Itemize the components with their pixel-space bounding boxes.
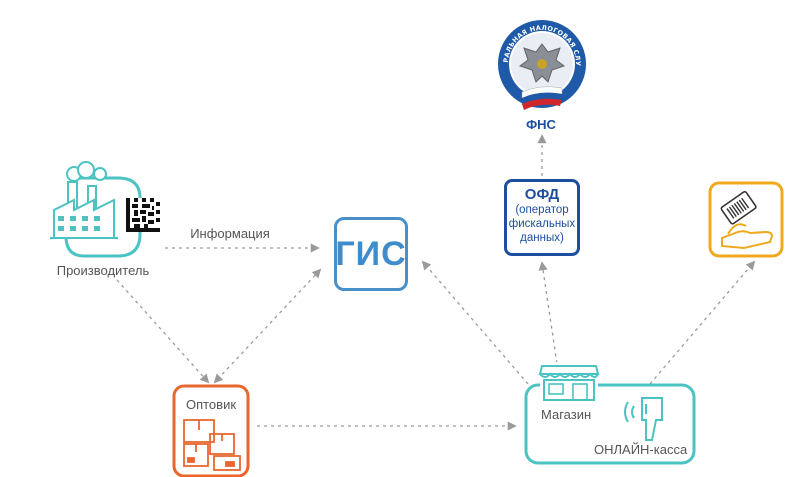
factory-icon (50, 161, 118, 239)
shop-label: Магазин (541, 407, 592, 422)
storefront-icon (538, 362, 600, 401)
hand-with-card-icon (720, 190, 774, 250)
ofd-subtitle-line-3: данных) (520, 232, 564, 244)
gis-label: ГИС (335, 234, 407, 273)
arrow-producer-to-wholesaler (116, 279, 210, 384)
boxes-icon (183, 419, 241, 471)
fns-label: ФНС (526, 117, 556, 132)
svg-text:ФЕДЕРАЛЬНАЯ НАЛОГОВАЯ СЛУЖБА: ФЕДЕРАЛЬНАЯ НАЛОГОВАЯ СЛУЖБА (0, 0, 582, 66)
ofd-subtitle-line-2: фискальных (508, 218, 576, 230)
consumer-node (708, 181, 784, 258)
ofd-node: ОФД (оператор фискальных данных) (504, 179, 580, 256)
online-register-label: ОНЛАЙН-касса (594, 442, 688, 457)
arrow-shop-to-consumer (649, 260, 756, 385)
barcode-scanner-icon (624, 397, 663, 441)
fns-emblem-icon: ФЕДЕРАЛЬНАЯ НАЛОГОВАЯ СЛУЖБА (0, 0, 586, 110)
wholesaler-node (172, 384, 250, 477)
information-edge-label: Информация (190, 226, 270, 241)
shop-node (524, 362, 696, 465)
wholesaler-label: Оптовик (185, 397, 237, 412)
ofd-subtitle-line-1: (оператор (515, 204, 569, 216)
arrow-shop-to-gis (421, 260, 529, 385)
datamatrix-code-icon (126, 198, 160, 232)
producer-node (50, 161, 160, 258)
arrow-gis-wholesaler (213, 268, 322, 384)
producer-label: Производитель (56, 263, 150, 278)
gis-node: ГИС (334, 217, 408, 291)
arrows (116, 134, 756, 431)
ofd-title: ОФД (524, 186, 560, 203)
